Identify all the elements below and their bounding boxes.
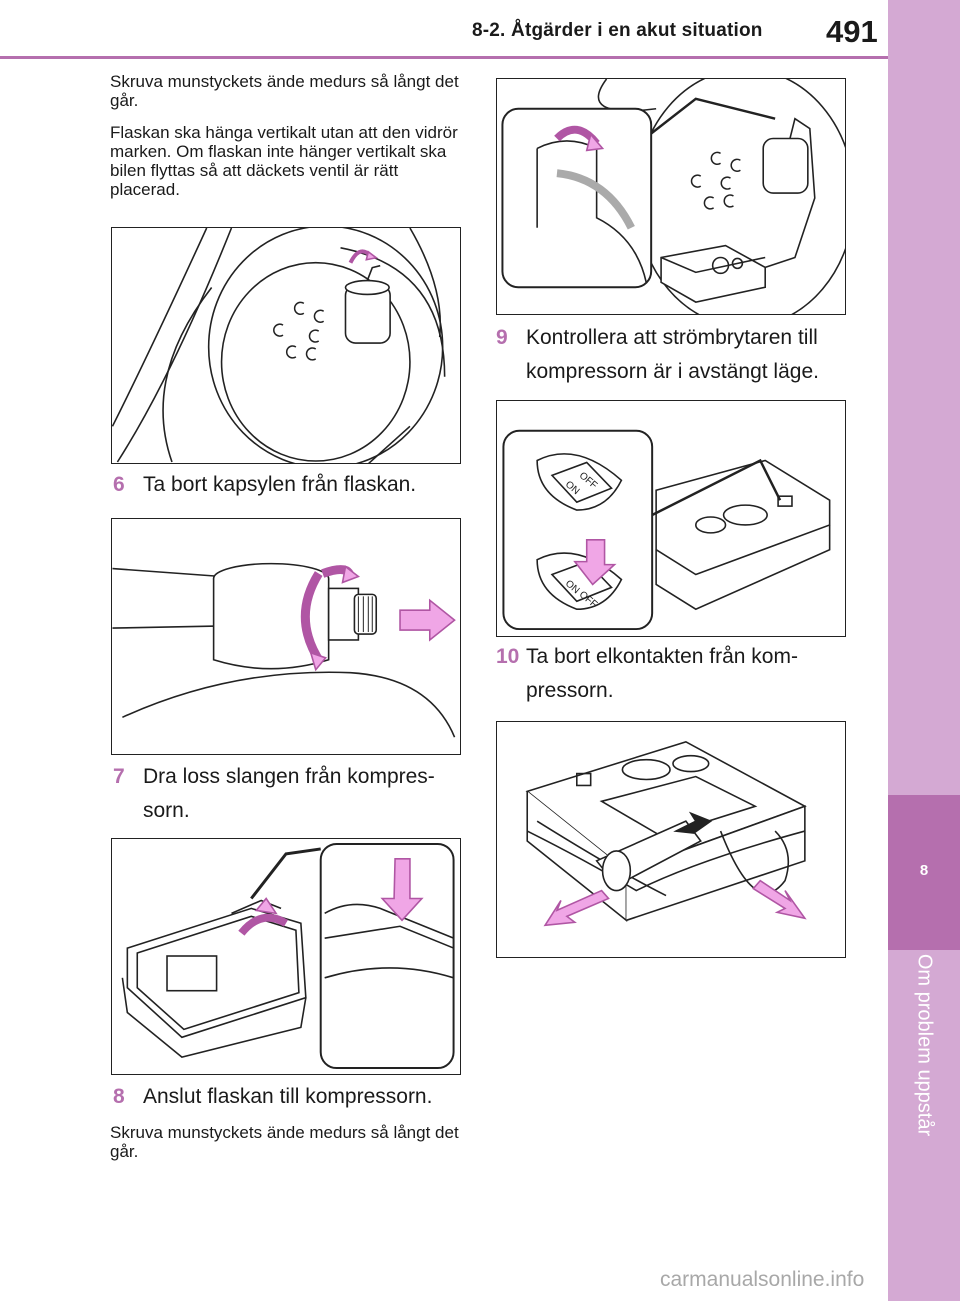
step-7-text-line-1: Dra loss slangen från kompres- <box>143 765 435 788</box>
step-9-text-line-1: Kontrollera att strömbrytaren till <box>526 326 818 349</box>
step-10-text-line-1: Ta bort elkontakten från kom- <box>526 645 798 668</box>
step-8-text: Anslut flaskan till kompressorn. <box>143 1085 433 1108</box>
step-6-number: 6 <box>113 473 125 496</box>
step-8: 8 Anslut flaskan till kompressorn. <box>113 1080 463 1114</box>
figure-connect-bottle <box>496 78 846 315</box>
step-7: 7 Dra loss slangen från kompres- sorn. <box>113 760 463 828</box>
step-9-number: 9 <box>496 326 508 349</box>
chapter-number: 8 <box>919 862 929 879</box>
outro-paragraph: Skruva munstyckets ände medurs så långt … <box>110 1123 459 1161</box>
chapter-number-box <box>888 795 960 950</box>
step-10-text-line-2: pressorn. <box>526 679 614 702</box>
chapter-side-tab <box>888 0 960 1301</box>
chapter-title: Om problem uppstår <box>913 953 936 1137</box>
figure-bottle-on-tire <box>111 227 461 464</box>
figure-disconnect-hose <box>111 838 461 1075</box>
step-9: 9 Kontrollera att strömbrytaren till kom… <box>496 321 856 389</box>
step-9-text-line-2: kompressorn är i avstängt läge. <box>526 360 819 383</box>
intro-paragraph-2: Flaskan ska hänga vertikalt utan att den… <box>110 123 458 199</box>
step-8-number: 8 <box>113 1085 125 1108</box>
page-number: 491 <box>826 14 878 49</box>
step-7-text-line-2: sorn. <box>143 799 190 822</box>
header-rule <box>0 56 888 59</box>
figure-remove-plug <box>496 721 846 958</box>
watermark: carmanualsonline.info <box>660 1268 865 1291</box>
section-title: 8-2. Åtgärder i en akut situation <box>472 20 763 41</box>
step-10: 10 Ta bort elkontakten från kom- pressor… <box>496 640 856 708</box>
step-10-number: 10 <box>496 645 520 668</box>
step-6-text: Ta bort kapsylen från flaskan. <box>143 473 417 496</box>
figure-remove-cap <box>111 518 461 755</box>
step-7-number: 7 <box>113 765 125 788</box>
step-6: 6 Ta bort kapsylen från flaskan. <box>113 468 463 502</box>
intro-paragraph-1: Skruva munstyckets ände medurs så långt … <box>110 72 459 110</box>
figure-switch-off: ON OFF ON OFF <box>496 400 846 637</box>
